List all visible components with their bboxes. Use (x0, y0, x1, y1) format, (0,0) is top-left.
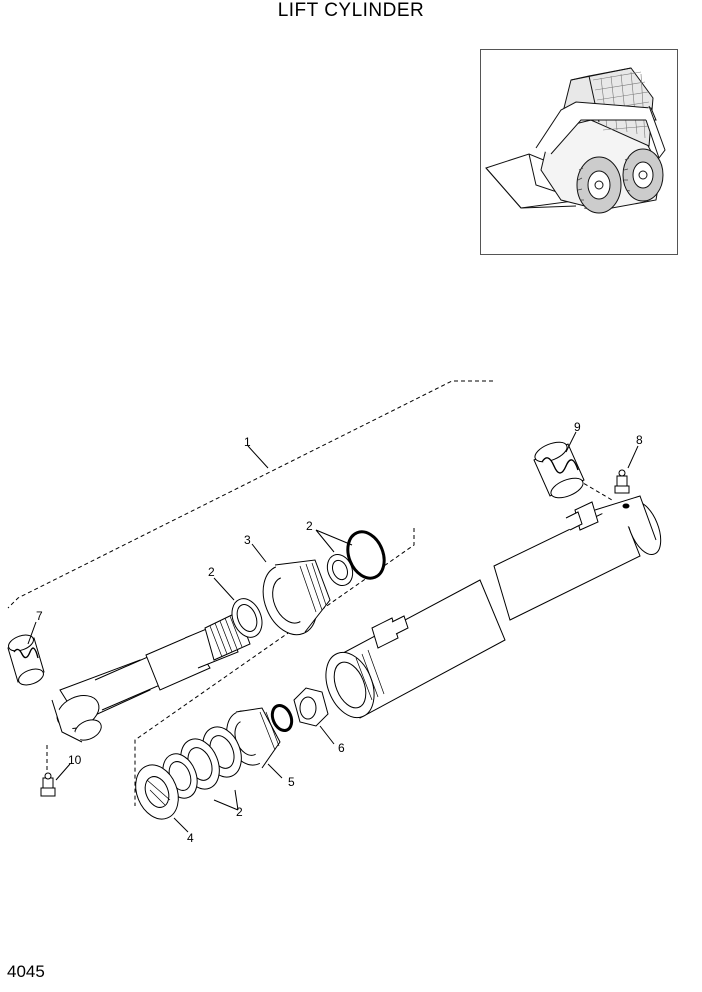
callout-3: 3 (244, 533, 251, 547)
page-number: 4045 (7, 962, 45, 981)
pin-part-7 (7, 634, 45, 686)
callout-2-bottom: 2 (236, 805, 243, 819)
grease-fitting-part-10 (40, 772, 56, 797)
skid-steer-loader-illustration (485, 67, 666, 214)
callout-4: 4 (187, 831, 194, 845)
wear-ring-part-2 (231, 598, 263, 638)
lock-nut-part-6 (270, 687, 329, 733)
callout-2-left: 2 (208, 565, 215, 579)
piston-seals-part-2 (162, 726, 242, 799)
callout-10: 10 (68, 753, 82, 767)
callout-1: 1 (244, 435, 251, 449)
gland-bracket-line (134, 528, 415, 806)
grease-fitting-part-8 (614, 469, 630, 509)
pin-part-9 (533, 441, 585, 499)
callout-6: 6 (338, 741, 345, 755)
machine-thumbnail-frame (480, 49, 678, 255)
callout-leaders (27, 431, 639, 833)
page-title: LIFT CYLINDER (277, 0, 425, 21)
cylinder-barrel (325, 495, 662, 719)
seal-parts-2 (326, 530, 386, 587)
callout-9: 9 (574, 420, 581, 434)
assembly-boundary-line (7, 380, 493, 609)
callout-2-top: 2 (306, 519, 313, 533)
callout-8: 8 (636, 433, 643, 447)
gland-part-3 (262, 559, 331, 636)
piston-rod (51, 611, 251, 743)
piston-head-part-4 (135, 764, 179, 820)
callout-7: 7 (36, 609, 43, 623)
callout-5: 5 (288, 775, 295, 789)
